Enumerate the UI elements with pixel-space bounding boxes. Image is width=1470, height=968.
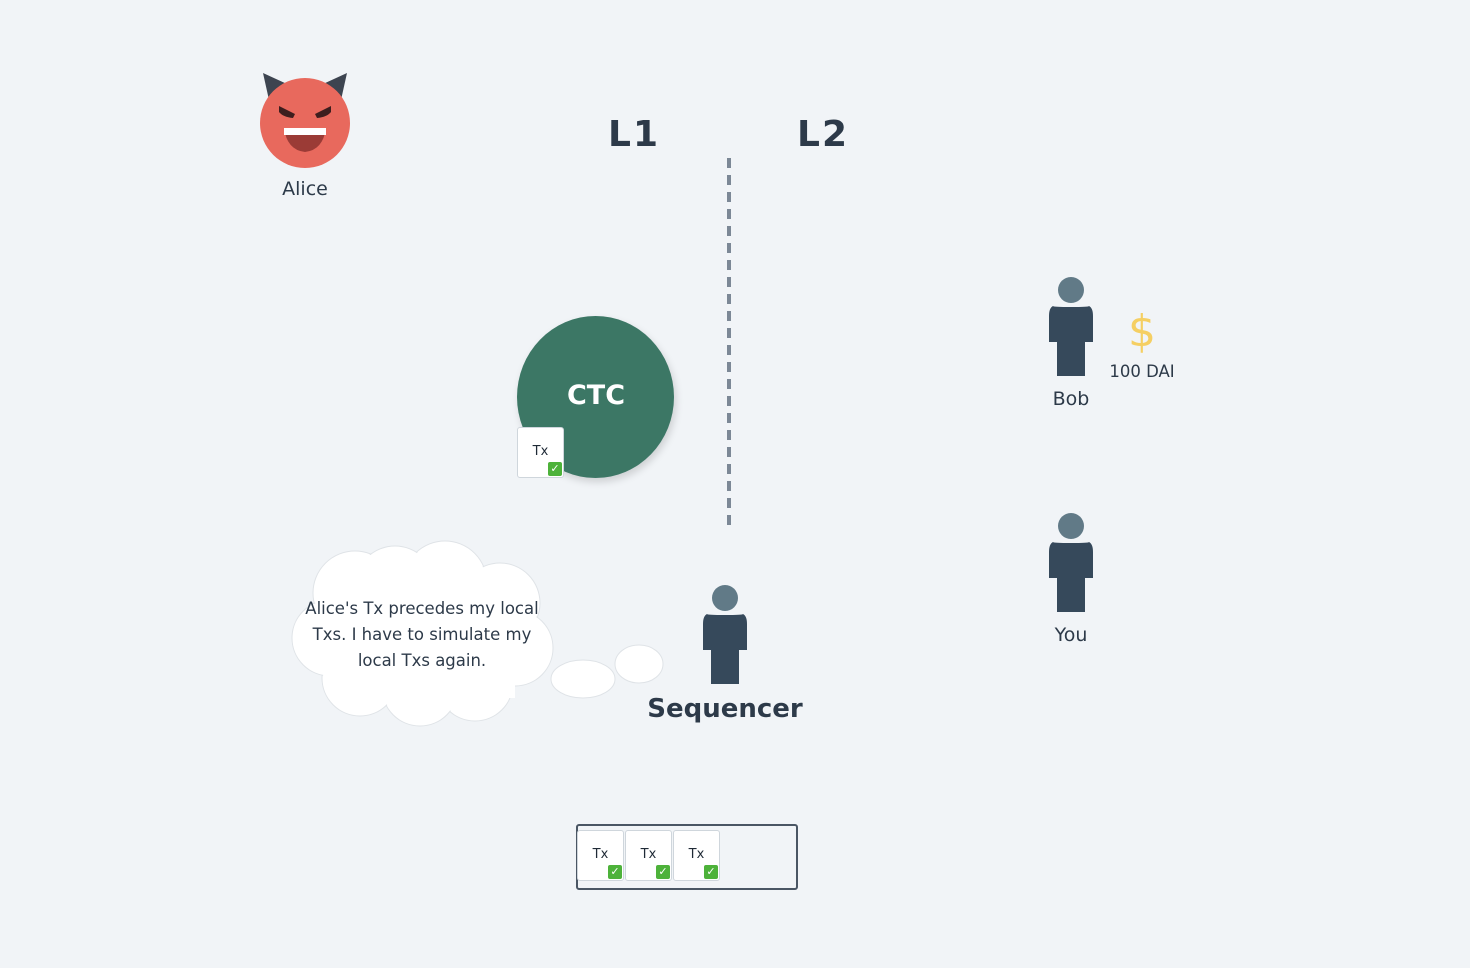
tx-label: Tx bbox=[640, 847, 657, 862]
layer-divider bbox=[727, 158, 731, 532]
l1-label: L1 bbox=[608, 114, 660, 155]
person-icon bbox=[1049, 277, 1093, 376]
person-icon bbox=[1049, 513, 1093, 612]
tx-label: Tx bbox=[592, 847, 609, 862]
devil-face-icon bbox=[260, 73, 350, 168]
check-icon: ✓ bbox=[704, 865, 718, 879]
tx-label: Tx bbox=[688, 847, 705, 862]
person-icon bbox=[703, 585, 747, 684]
check-icon: ✓ bbox=[656, 865, 670, 879]
bob-label: Bob bbox=[1052, 388, 1090, 410]
queue-tx-card: Tx ✓ bbox=[625, 830, 672, 881]
queue-tx-card: Tx ✓ bbox=[673, 830, 720, 881]
sequencer-label: Sequencer bbox=[647, 694, 803, 724]
dollar-icon: $ bbox=[1128, 306, 1156, 357]
ctc-label: CTC bbox=[566, 380, 626, 411]
tx-label: Tx bbox=[532, 444, 549, 459]
check-icon: ✓ bbox=[608, 865, 622, 879]
thought-bubble-text: Alice's Tx precedes my local Txs. I have… bbox=[305, 599, 539, 670]
ctc-tx-card: Tx ✓ bbox=[517, 427, 564, 478]
alice-label: Alice bbox=[282, 178, 328, 200]
queue-tx-card: Tx ✓ bbox=[577, 830, 624, 881]
check-icon: ✓ bbox=[548, 462, 562, 476]
bob-balance-label: 100 DAI bbox=[1109, 362, 1175, 381]
you-label: You bbox=[1054, 624, 1088, 646]
thought-bubble bbox=[291, 540, 664, 727]
l2-label: L2 bbox=[797, 114, 849, 155]
